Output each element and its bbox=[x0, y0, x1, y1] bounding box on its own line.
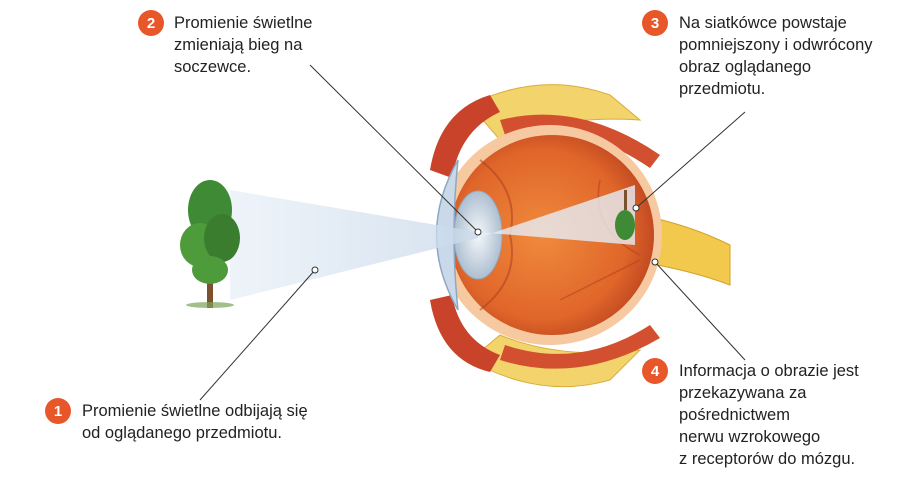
leader-lines bbox=[199, 64, 746, 401]
optic-nerve bbox=[639, 214, 731, 286]
step-4-badge: 4 bbox=[642, 358, 668, 384]
tree-icon bbox=[180, 180, 240, 308]
step-4-label: Informacja o obrazie jest przekazywana z… bbox=[679, 362, 859, 468]
step-2-label: Promienie świetlne zmieniają bieg na soc… bbox=[174, 14, 313, 76]
step-2-badge: 2 bbox=[138, 10, 164, 36]
step-1-badge: 1 bbox=[45, 398, 71, 424]
inverted-tree-icon bbox=[615, 190, 635, 240]
step-3-label: Na siatkówce powstaje pomniejszony i odw… bbox=[679, 14, 873, 98]
step-3-badge: 3 bbox=[642, 10, 668, 36]
light-beam-refracted bbox=[478, 185, 635, 245]
leader-dots bbox=[311, 204, 659, 274]
step-1-label: Promienie świetlne odbijają się od ogląd… bbox=[82, 402, 308, 442]
light-beam-incoming bbox=[230, 190, 478, 300]
